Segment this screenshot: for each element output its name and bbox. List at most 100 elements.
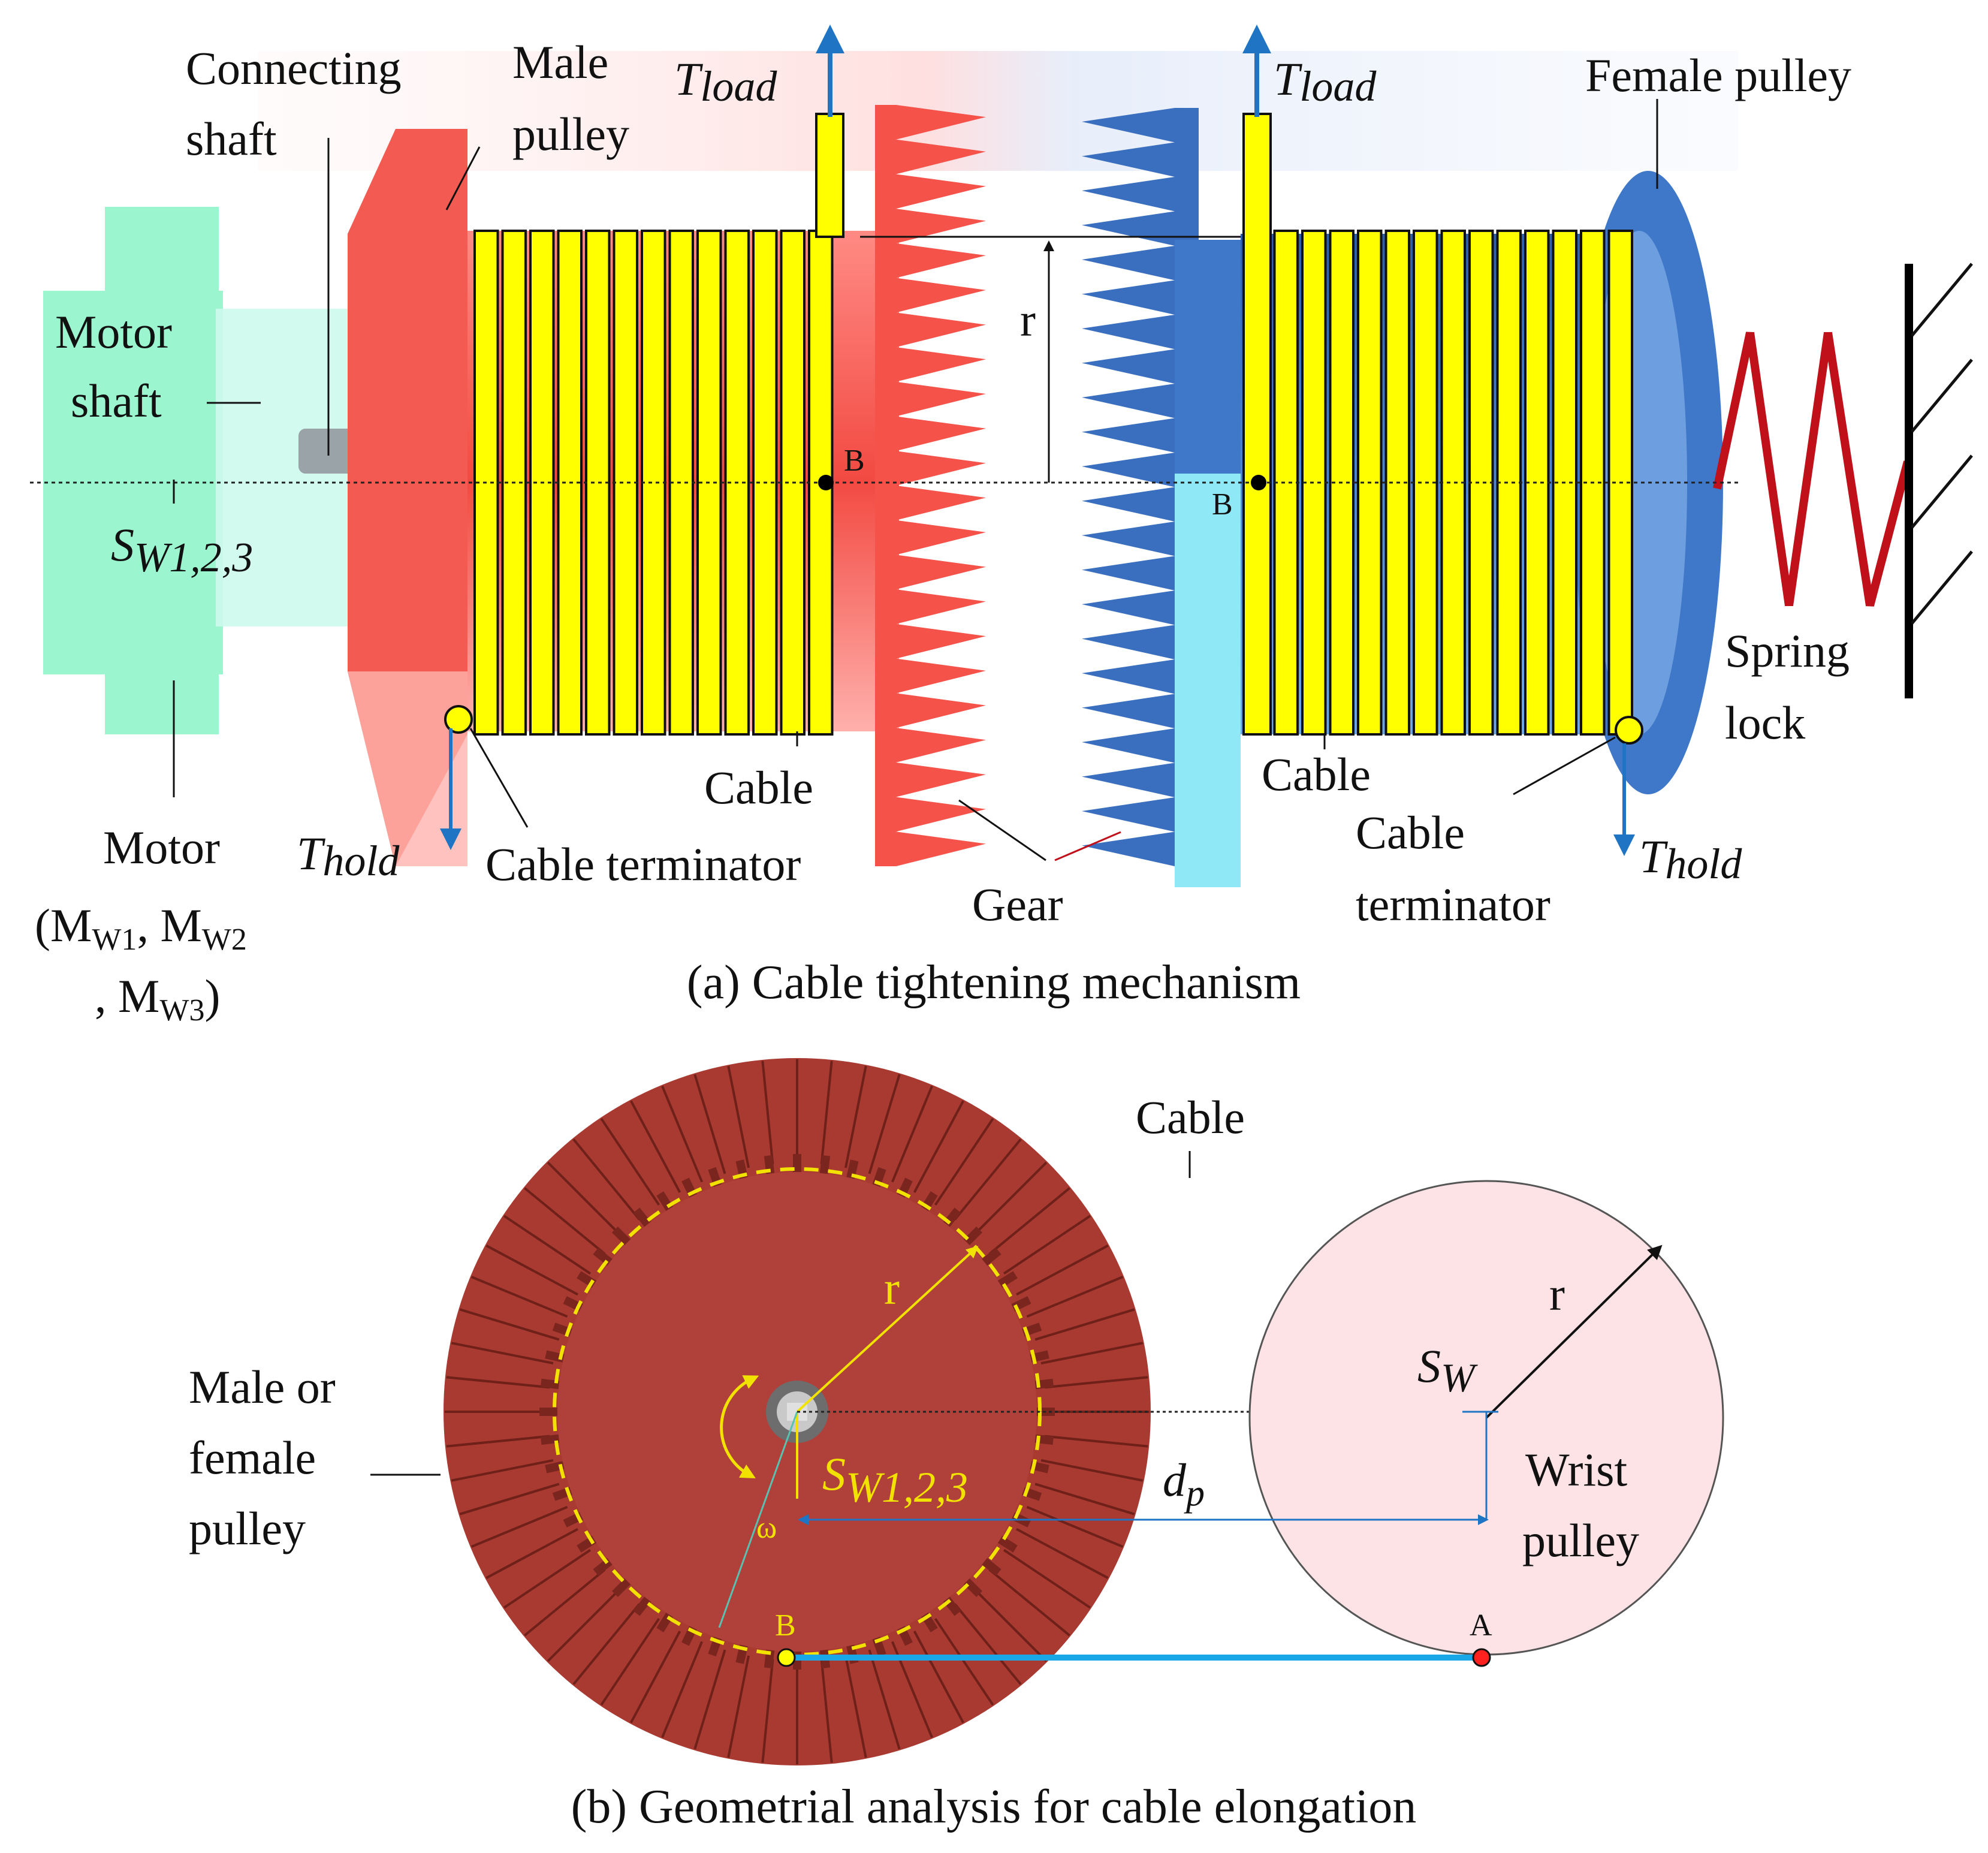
cable-coil-turn (613, 230, 638, 736)
pulley-inner-slot (656, 1191, 675, 1214)
pulley-inner-slot (681, 1623, 698, 1646)
pulley-tooth-line (1044, 1376, 1148, 1389)
pulley-tooth-line (727, 1655, 750, 1758)
pulley-tooth-line (524, 1568, 606, 1637)
pulley-tooth-line (547, 1161, 622, 1237)
pulley-inner-slot (1019, 1322, 1042, 1338)
leader-lines (173, 99, 1658, 861)
motor-shaft-label-line1: Motor (55, 306, 172, 358)
male-gear (875, 105, 986, 866)
motor-label-line2: (MW1, MW2 (35, 899, 247, 957)
cable-terminator-right-label-line1: Cable (1356, 806, 1465, 858)
cable-coil-turn (1301, 230, 1327, 736)
pulley-tooth-line (547, 1587, 622, 1662)
pulley-inner-slot (735, 1159, 749, 1182)
pulley-tooth-line (1040, 1459, 1144, 1482)
radius-right-label: r (1549, 1268, 1565, 1320)
pulley-tooth-line (600, 1617, 660, 1706)
spring-lock (1713, 263, 1973, 698)
pulley-b-teeth (445, 1059, 1150, 1764)
s-w123-panel-b-symbol: SW1,2,3 (822, 1448, 968, 1511)
pulley-tooth-line (572, 1138, 641, 1221)
pulley-tooth-line (1044, 1435, 1148, 1448)
pulley-tooth-line (470, 1505, 568, 1548)
pulley-tooth-line (661, 1641, 704, 1738)
pulley-inner-slot (545, 1460, 568, 1474)
pulley-inner-slot (871, 1167, 886, 1190)
pulley-tooth-line (891, 1085, 933, 1183)
male-pulley-label-line1: Male (512, 36, 608, 88)
pulley-inner-slot (1031, 1434, 1054, 1445)
pulley-inner-slot (941, 1594, 961, 1616)
pulley-inner-slot (941, 1207, 961, 1230)
pulley-inner-slot (611, 1226, 633, 1248)
pulley-inner-slot (633, 1207, 653, 1230)
motor-shaft-label-line2: shaft (71, 375, 162, 427)
wrist-pulley-label-line2: pulley (1522, 1514, 1639, 1566)
panel-b-caption: (b) Geometrial analysis for cable elonga… (571, 1780, 1417, 1833)
pulley-tooth-line (913, 1100, 964, 1193)
pulley-tooth-line (630, 1100, 681, 1193)
panel-b: r ω r B A Cable Male or female pulley Wr… (189, 1058, 1724, 1833)
pulley-inner-slot (552, 1322, 575, 1338)
pulley-tooth-line (1026, 1505, 1124, 1548)
radius-left-label: r (884, 1262, 900, 1314)
pulley-inner-slot (871, 1634, 886, 1657)
cable-right-label: Cable (1262, 748, 1371, 800)
pulley-inner-slot (979, 1556, 1001, 1576)
motor-label-line3: , MW3) (95, 970, 220, 1028)
pulley-tooth-line (485, 1245, 578, 1296)
t-hold-left-symbol: Thold (297, 827, 400, 885)
female-gear (1082, 108, 1199, 866)
pulley-inner-slot (1031, 1378, 1054, 1390)
pulley-tooth-line (934, 1617, 994, 1706)
pulley-tooth-line (988, 1568, 1070, 1637)
pulley-inner-slot (819, 1155, 831, 1177)
connecting-shaft-label-line1: Connecting (186, 42, 402, 94)
male-female-label-line1: Male or (189, 1361, 336, 1413)
pulley-tooth-line (600, 1117, 660, 1206)
pulley-tooth-line (451, 1459, 554, 1482)
cable-left-label: Cable (704, 761, 813, 813)
connecting-shaft-label-line2: shaft (186, 113, 277, 165)
pulley-inner-slot (995, 1271, 1018, 1289)
pulley-inner-slot (563, 1296, 586, 1313)
pulley-tooth-line (1034, 1308, 1135, 1341)
pulley-tooth-line (459, 1483, 560, 1515)
pulley-tooth-line (1016, 1527, 1109, 1579)
point-a-marker (1472, 1648, 1491, 1667)
pulley-inner-slot (593, 1556, 615, 1576)
wrist-pulley-label-line1: Wrist (1525, 1444, 1627, 1496)
pulley-tooth-line (485, 1527, 578, 1579)
pulley-tooth-line (572, 1603, 641, 1685)
spring (1713, 332, 1912, 607)
male-pulley-flange-light (348, 671, 467, 866)
pulley-inner-slot (919, 1610, 938, 1632)
t-hold-right-symbol: Thold (1639, 830, 1742, 888)
pulley-tooth-line (761, 1659, 774, 1763)
point-b-label: B (775, 1608, 796, 1643)
pulley-tooth-line (661, 1085, 704, 1183)
cable-coil-turn (1468, 230, 1494, 736)
pulley-inner-slot (896, 1623, 913, 1646)
pulley-tooth-line (693, 1649, 726, 1750)
motor-label-line1: Motor (103, 821, 220, 873)
pulley-tooth-line (934, 1117, 994, 1206)
pulley-inner-slot (735, 1641, 749, 1664)
female-hub-dark (1175, 240, 1241, 474)
pulley-inner-slot (545, 1350, 568, 1363)
pulley-inner-slot (708, 1634, 723, 1657)
s-w-symbol: SW (1417, 1340, 1478, 1400)
pulley-tooth-line (820, 1060, 833, 1165)
pulley-tooth-line (1003, 1215, 1091, 1275)
point-b-marker (777, 1648, 796, 1667)
point-a-label: A (1470, 1608, 1492, 1643)
cable-end-right-upper (1242, 113, 1272, 736)
male-female-label-line2: female (189, 1432, 316, 1484)
pulley-inner-slot (577, 1271, 599, 1289)
pulley-tooth-line (761, 1060, 774, 1165)
cable-terminator-left-label: Cable terminator (485, 838, 801, 890)
cable-terminator-left-marker (444, 705, 473, 734)
pulley-tooth-line (1026, 1276, 1124, 1318)
